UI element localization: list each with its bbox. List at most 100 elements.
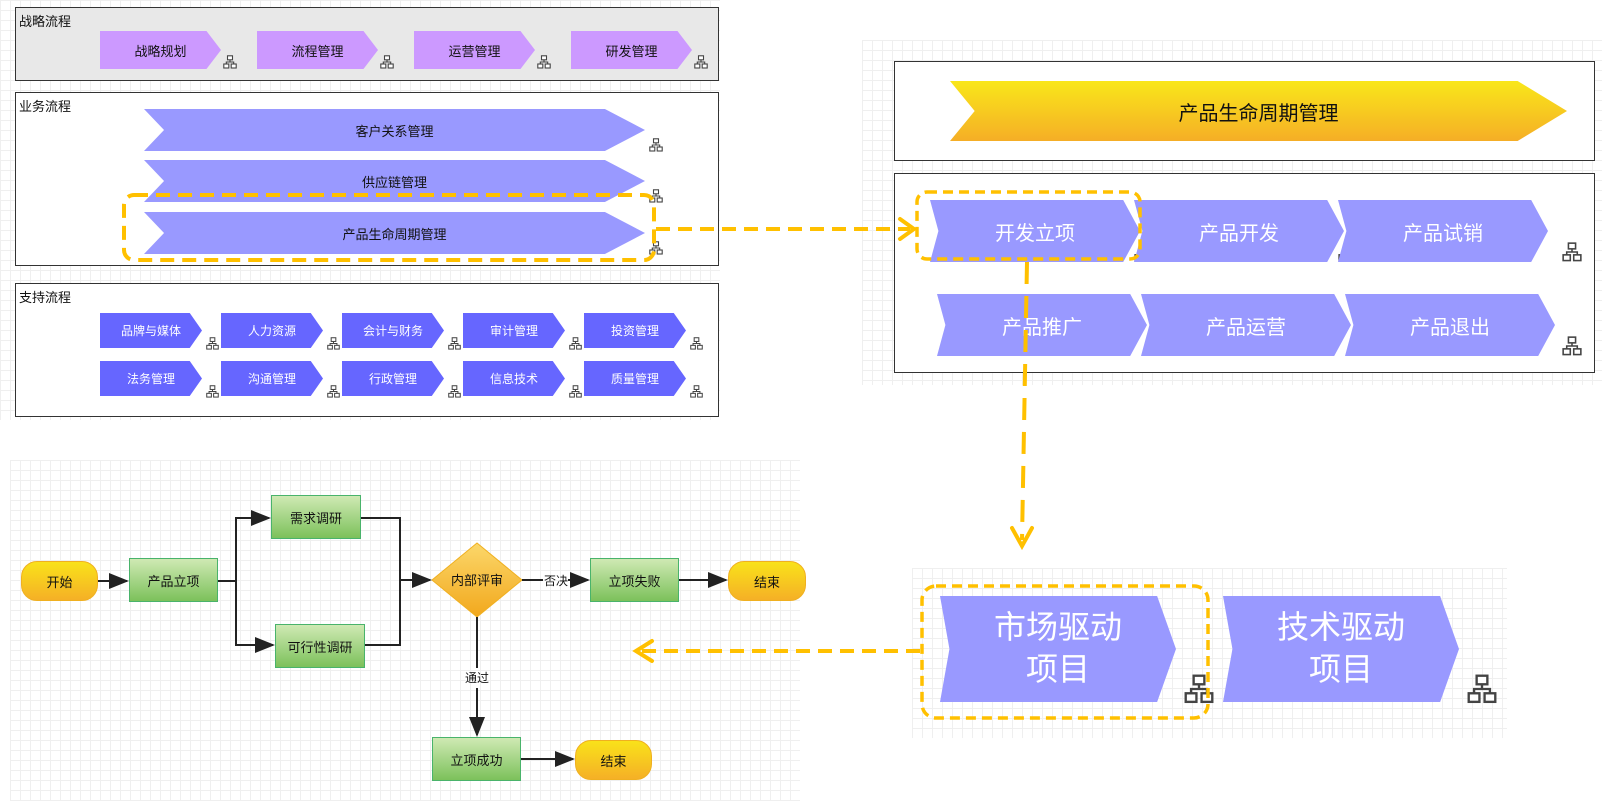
support-item-row1-2-label: 会计与财务 xyxy=(362,324,423,338)
canvas-grid-flowchart xyxy=(10,460,800,801)
flow-internal-review-text: 内部评审 xyxy=(451,573,503,589)
strategy-item-2-label: 运营管理 xyxy=(448,44,501,60)
subprocess-icon[interactable] xyxy=(206,335,219,350)
flow-success-text: 立项成功 xyxy=(450,753,503,769)
flow-product-init-text: 产品立项 xyxy=(147,574,200,590)
subprocess-icon[interactable] xyxy=(206,383,219,398)
strategy-item-0-label: 战略规划 xyxy=(134,44,187,60)
strategy-item-1-label: 流程管理 xyxy=(291,44,344,60)
plm-stage-row1-1[interactable]: 产品开发 xyxy=(1134,200,1344,262)
flow-demand-research-text: 需求调研 xyxy=(289,511,342,527)
support-item-row1-0[interactable]: 品牌与媒体 xyxy=(100,313,202,348)
support-item-row1-3-label: 审计管理 xyxy=(489,324,538,338)
flow-success-node[interactable]: 立项成功 xyxy=(432,737,521,781)
plm-stage-row2-1-label: 产品运营 xyxy=(1206,314,1286,339)
support-item-row2-1-label: 沟通管理 xyxy=(247,372,296,386)
flow-end1-text: 结束 xyxy=(753,575,780,591)
plm-stage-row1-1-label: 产品开发 xyxy=(1199,220,1279,245)
plm-stage-row1-2[interactable]: 产品试销 xyxy=(1338,200,1548,262)
subprocess-icon[interactable] xyxy=(1467,674,1497,704)
support-item-row2-3[interactable]: 信息技术 xyxy=(463,361,565,396)
highlight-business-plm xyxy=(122,193,656,262)
subprocess-icon[interactable] xyxy=(448,383,461,398)
subprocess-icon[interactable] xyxy=(537,54,551,69)
subprocess-icon[interactable] xyxy=(327,335,340,350)
subprocess-icon[interactable] xyxy=(327,383,340,398)
support-item-row1-0-label: 品牌与媒体 xyxy=(120,324,181,338)
support-item-row2-2-label: 行政管理 xyxy=(368,372,417,386)
flow-reject-label: 否决 xyxy=(544,574,568,588)
flow-end2-node[interactable]: 结束 xyxy=(575,740,652,780)
plm-stage-row1-0[interactable]: 开发立项 xyxy=(930,200,1140,262)
arrowhead-to-flow xyxy=(632,639,654,663)
driver-item-1-line1: 技术驱动 xyxy=(1276,608,1405,647)
business-item-1-label: 供应链管理 xyxy=(361,175,427,191)
plm-stage-row2-0[interactable]: 产品推广 xyxy=(937,294,1147,356)
strategy-process-label: 战略流程 xyxy=(19,15,72,30)
support-item-row1-4[interactable]: 投资管理 xyxy=(584,313,686,348)
driver-item-0-line2: 项目 xyxy=(1025,650,1090,688)
subprocess-icon[interactable] xyxy=(690,383,703,398)
business-item-2[interactable]: 产品生命周期管理 xyxy=(144,212,645,254)
subprocess-icon[interactable] xyxy=(380,54,394,69)
support-item-row2-3-label: 信息技术 xyxy=(489,372,538,386)
support-item-row1-1[interactable]: 人力资源 xyxy=(221,313,323,348)
subprocess-icon[interactable] xyxy=(223,54,237,69)
support-item-row1-1-label: 人力资源 xyxy=(247,324,296,338)
support-item-row1-2[interactable]: 会计与财务 xyxy=(342,313,444,348)
business-item-2-label: 产品生命周期管理 xyxy=(342,227,447,243)
subprocess-icon[interactable] xyxy=(1562,242,1582,262)
support-item-row1-3[interactable]: 审计管理 xyxy=(463,313,565,348)
flow-end1-node[interactable]: 结束 xyxy=(728,561,806,601)
subprocess-icon[interactable] xyxy=(448,335,461,350)
support-item-row2-4-label: 质量管理 xyxy=(610,372,659,386)
flow-start-node[interactable]: 开始 xyxy=(21,561,98,601)
plm-title-chevron[interactable]: 产品生命周期管理 xyxy=(950,81,1567,141)
business-item-0[interactable]: 客户关系管理 xyxy=(144,109,645,151)
edge-init-to-feasibility xyxy=(235,581,275,653)
support-item-row2-4[interactable]: 质量管理 xyxy=(584,361,686,396)
driver-item-1-line2: 项目 xyxy=(1308,650,1373,688)
edge-demand-merge xyxy=(361,517,432,588)
plm-stage-row2-2[interactable]: 产品退出 xyxy=(1345,294,1555,356)
flow-end2-text: 结束 xyxy=(600,754,627,770)
flow-fail-node[interactable]: 立项失败 xyxy=(590,558,679,602)
subprocess-icon[interactable] xyxy=(649,137,663,152)
flow-fail-text: 立项失败 xyxy=(608,574,661,590)
plm-stage-row2-1[interactable]: 产品运营 xyxy=(1141,294,1351,356)
flow-pass-label: 通过 xyxy=(465,671,489,685)
plm-stage-row1-0-label: 开发立项 xyxy=(995,220,1075,245)
edge-feasibility-merge xyxy=(365,580,401,646)
plm-title-text: 产品生命周期管理 xyxy=(1178,100,1339,125)
plm-stage-row1-2-label: 产品试销 xyxy=(1403,220,1483,245)
support-item-row2-2[interactable]: 行政管理 xyxy=(342,361,444,396)
driver-item-0-line1: 市场驱动 xyxy=(993,608,1122,647)
support-process-label: 支持流程 xyxy=(19,291,72,306)
plm-stage-row2-0-label: 产品推广 xyxy=(1002,314,1082,339)
driver-item-0[interactable]: 市场驱动项目 xyxy=(940,596,1176,702)
subprocess-icon[interactable] xyxy=(1562,336,1582,356)
support-item-row2-0[interactable]: 法务管理 xyxy=(100,361,202,396)
support-item-row2-1[interactable]: 沟通管理 xyxy=(221,361,323,396)
strategy-item-0[interactable]: 战略规划 xyxy=(100,31,221,69)
subprocess-icon[interactable] xyxy=(690,335,703,350)
strategy-item-3[interactable]: 研发管理 xyxy=(571,31,692,69)
flow-feasibility-research-text: 可行性调研 xyxy=(287,640,353,656)
subprocess-icon[interactable] xyxy=(569,335,582,350)
flow-start-text: 开始 xyxy=(46,575,73,591)
support-item-row1-4-label: 投资管理 xyxy=(610,324,659,338)
flow-product-init-node[interactable]: 产品立项 xyxy=(129,558,218,602)
highlight-plm-dev-init xyxy=(915,190,1142,261)
arrowhead-to-drivers xyxy=(1010,526,1034,551)
subprocess-icon[interactable] xyxy=(569,383,582,398)
subprocess-icon[interactable] xyxy=(694,54,708,69)
flow-feasibility-research-node[interactable]: 可行性调研 xyxy=(275,624,365,668)
strategy-item-1[interactable]: 流程管理 xyxy=(257,31,378,69)
strategy-item-2[interactable]: 运营管理 xyxy=(414,31,535,69)
plm-stage-row2-2-label: 产品退出 xyxy=(1410,314,1490,339)
edge-init-split xyxy=(218,510,271,582)
subprocess-icon[interactable] xyxy=(649,188,663,203)
driver-item-1[interactable]: 技术驱动项目 xyxy=(1223,596,1459,702)
flow-demand-research-node[interactable]: 需求调研 xyxy=(271,495,361,539)
